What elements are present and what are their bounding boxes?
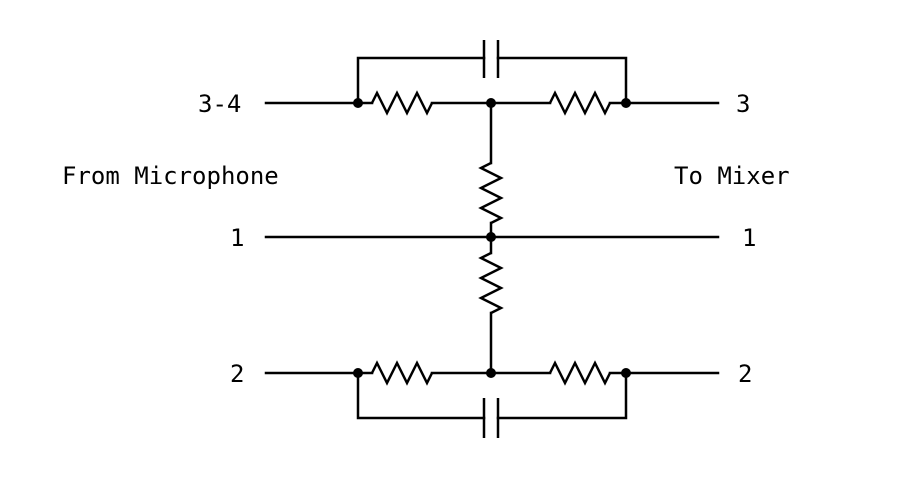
top-cap-right-wire	[496, 56, 628, 105]
resistor-vertical-lower	[478, 251, 504, 315]
label-from-microphone: From Microphone	[62, 162, 279, 190]
junction-middle	[486, 232, 496, 242]
label-left-bottom-pin: 2	[230, 360, 244, 388]
bottom-line	[264, 360, 720, 438]
resistor-bottom-right	[548, 360, 612, 386]
resistor-top-right	[548, 90, 612, 116]
label-right-top-pin: 3	[736, 90, 750, 118]
resistor-vertical-upper	[478, 161, 504, 225]
label-to-mixer: To Mixer	[674, 162, 790, 190]
resistor-bottom-left	[370, 360, 434, 386]
junction-top-right	[621, 98, 631, 108]
middle-line	[264, 232, 720, 242]
junction-top-left	[353, 98, 363, 108]
junction-bottom-center	[486, 368, 496, 378]
top-line	[264, 40, 720, 116]
bottom-cap-left-wire	[356, 371, 486, 420]
junction-bottom-left	[353, 368, 363, 378]
label-left-mid-pin: 1	[230, 224, 244, 252]
label-left-top-pin: 3-4	[198, 90, 241, 118]
bottom-cap-right-wire	[496, 371, 628, 420]
label-right-mid-pin: 1	[742, 224, 756, 252]
resistor-top-left	[370, 90, 434, 116]
top-cap-left-wire	[356, 56, 486, 105]
label-right-bottom-pin: 2	[738, 360, 752, 388]
junction-bottom-right	[621, 368, 631, 378]
